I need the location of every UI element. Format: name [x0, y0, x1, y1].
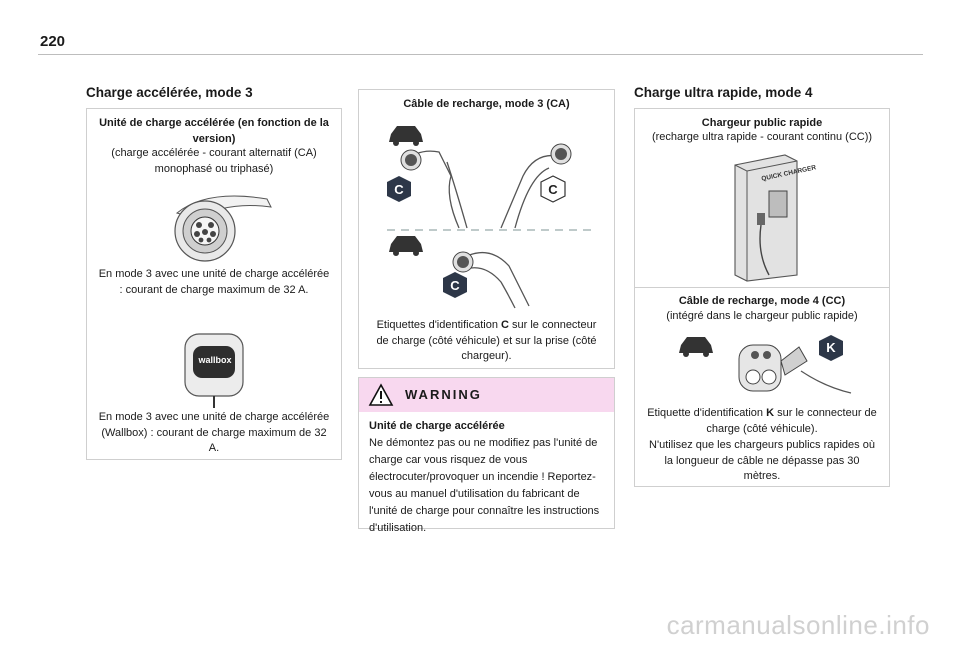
cable-mode4-illustration	[679, 335, 852, 394]
caption-cable-mode4: Etiquette d'identification K sur le conn…	[635, 406, 889, 437]
quick-charger-illustration	[734, 154, 798, 282]
top-rule	[38, 54, 923, 55]
caption-wallbox: En mode 3 avec une unité de charge accél…	[98, 411, 330, 454]
socket-illustration	[174, 195, 272, 262]
caption-cable-mode4-part2: sur le connecteur de charge (côté véhicu…	[706, 407, 877, 435]
mode3-unit-box: Unité de charge accélérée (en fonction d…	[86, 108, 342, 460]
page-number: 220	[40, 33, 66, 50]
caption-socket: En mode 3 avec une unité de charge accél…	[98, 268, 330, 296]
warning-heading: Unité de charge accélérée	[369, 420, 505, 432]
caption-cable-mode3-part1: Etiquettes d'identification	[376, 319, 501, 331]
cable-single-connector	[452, 251, 530, 309]
warning-header	[359, 378, 614, 412]
badge-c-charger-icon	[540, 175, 566, 203]
warning-box: WARNING Unité de charge accélérée Ne dém…	[358, 377, 615, 534]
section-title-mode3: Charge accélérée, mode 3	[86, 85, 253, 100]
warning-title: WARNING	[405, 387, 482, 402]
badge-c-charger-letter: C	[548, 182, 558, 197]
badge-k-letter: K	[826, 340, 836, 355]
badge-c-vehicle-letter: C	[394, 182, 404, 197]
cable-mode4-subheading: (intégré dans le chargeur public rapide)	[666, 310, 858, 322]
fast-charger-heading: Chargeur public rapide	[701, 117, 823, 129]
cable-charger-plug	[500, 143, 572, 229]
caption-cable-mode3-part2: sur le connecteur de charge (côté véhicu…	[376, 319, 597, 362]
badge-k-icon	[819, 335, 843, 361]
caption-cable-mode3: Etiquettes d'identification C sur le con…	[359, 318, 614, 365]
unit-subheading: (charge accélérée - courant alternatif (…	[111, 147, 317, 175]
dc-connector	[738, 344, 852, 394]
warning-body: Unité de charge accélérée Ne démontez pa…	[369, 418, 604, 537]
cable-vehicle-connector	[400, 149, 468, 229]
unit-heading: Unité de charge accélérée (en fonction d…	[99, 117, 329, 145]
badge-c-single-icon	[443, 272, 467, 298]
caption-cable-mode4-bold: K	[766, 407, 775, 419]
wallbox-label: wallbox	[198, 355, 232, 365]
warning-text: Ne démontez pas ou ne modifiez pas l'uni…	[369, 437, 600, 534]
caption-cable-mode4-part1: Etiquette d'identification	[647, 407, 767, 419]
car-icon	[389, 126, 423, 146]
badge-c-vehicle-icon	[387, 176, 411, 202]
cable-mode4-heading: Câble de recharge, mode 4 (CC)	[678, 295, 846, 307]
wallbox-illustration	[184, 333, 244, 408]
fast-charger-subheading: (recharge ultra rapide - courant continu…	[651, 131, 873, 143]
cable-mode3-illustration	[387, 126, 595, 309]
mode4-divider	[635, 287, 889, 288]
badge-c-single-letter: C	[450, 278, 460, 293]
watermark: carmanualsonline.info	[666, 610, 930, 640]
warning-triangle-icon	[368, 383, 394, 406]
car-icon-3	[679, 337, 713, 357]
car-icon-2	[389, 236, 423, 256]
cable-mode3-heading: Câble de recharge, mode 3 (CA)	[403, 98, 570, 110]
section-title-mode4: Charge ultra rapide, mode 4	[634, 85, 813, 100]
cable-mode3-box: Câble de recharge, mode 3 (CA)	[358, 89, 615, 369]
caption-cable-mode3-bold: C	[501, 319, 509, 331]
caption-cable-length: N'utilisez que les chargeurs publics rap…	[649, 439, 875, 482]
mode4-box: Chargeur public rapide (recharge ultra r…	[634, 108, 890, 487]
